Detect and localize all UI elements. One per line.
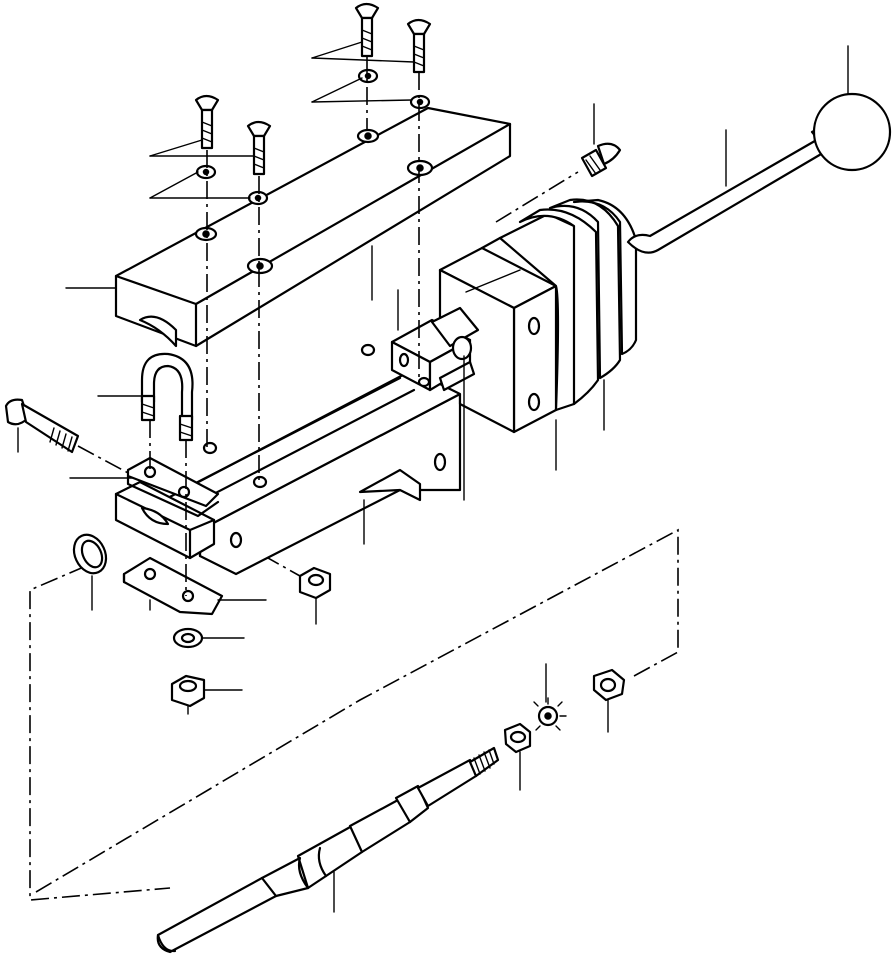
knob	[812, 45, 892, 172]
leader-line	[149, 41, 415, 199]
hex-nut-right	[592, 668, 626, 733]
hex-nut-cable	[503, 722, 532, 791]
u-bolt	[97, 352, 194, 442]
countersunk-screw	[406, 18, 432, 74]
spacer-ring	[72, 533, 108, 611]
countersunk-screw	[354, 2, 380, 58]
cover-plate	[65, 106, 512, 348]
control-lever	[626, 128, 837, 254]
clamp-plate	[122, 556, 267, 616]
centerline	[35, 528, 679, 893]
centerline	[29, 565, 171, 901]
control-cable	[156, 746, 500, 954]
bolt	[4, 398, 131, 475]
clamp-washer	[172, 627, 245, 649]
clamp-nut	[170, 674, 243, 715]
centerline	[633, 651, 679, 677]
centerline	[149, 56, 420, 596]
countersunk-screw	[246, 120, 272, 176]
set-screw	[495, 103, 622, 223]
lock-washer	[533, 663, 567, 731]
lever-housing	[69, 246, 558, 576]
countersunk-screw	[194, 94, 220, 150]
rubber-boot	[480, 198, 638, 471]
cable-thread	[473, 749, 495, 775]
